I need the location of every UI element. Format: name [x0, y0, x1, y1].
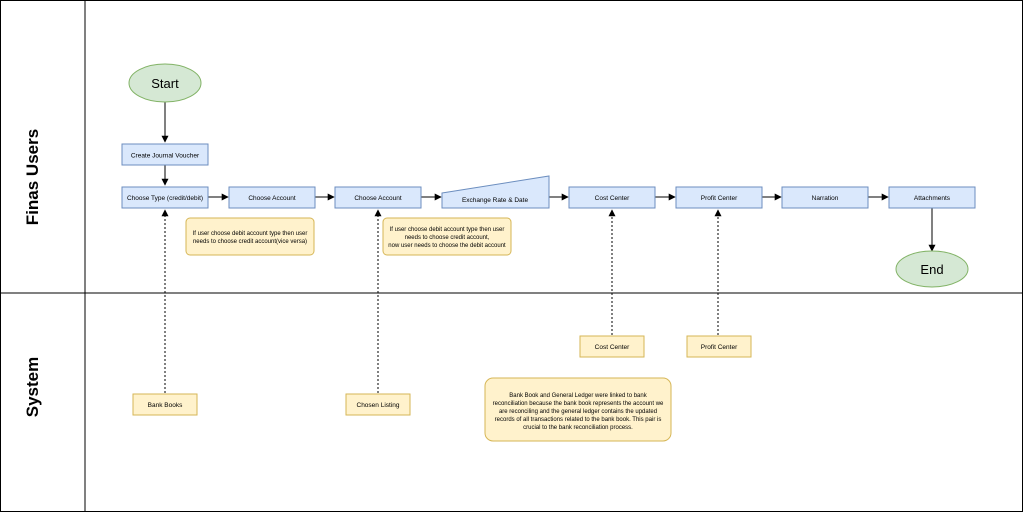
- process-profit-center[interactable]: Profit Center: [675, 186, 763, 209]
- process-box: [568, 186, 656, 209]
- process-label: Choose Account: [354, 195, 402, 202]
- note-line: If user choose debit account type then u…: [193, 231, 308, 237]
- lane-title-system: System: [23, 357, 42, 417]
- system-label: Profit Center: [701, 344, 738, 351]
- process-choose-type[interactable]: Choose Type (credit/debit): [121, 186, 209, 209]
- manual-input-shape: [441, 175, 550, 209]
- system-cost-center[interactable]: Cost Center: [579, 335, 645, 358]
- system-box: [132, 393, 198, 416]
- process-label: Narration: [812, 195, 839, 202]
- end-node[interactable]: End: [895, 250, 969, 288]
- process-box: [334, 186, 422, 209]
- note-line: Bank Book and General Ledger were linked…: [509, 393, 647, 399]
- process-label: Exchange Rate & Date: [462, 197, 529, 204]
- process-attachments[interactable]: Attachments: [888, 186, 976, 209]
- process-label: Cost Center: [595, 195, 631, 202]
- note-line: records of all transactions related to t…: [495, 417, 662, 423]
- note-credit-debit[interactable]: If user choose debit account type then u…: [382, 217, 512, 256]
- process-label: Create Journal Voucher: [131, 153, 200, 160]
- note-box: [382, 217, 512, 256]
- note-line: crucial to the bank reconciliation proce…: [523, 425, 633, 431]
- note-box: [185, 217, 315, 256]
- process-narration[interactable]: Narration: [781, 186, 869, 209]
- process-box: [121, 143, 209, 166]
- process-choose-account-2[interactable]: Choose Account: [334, 186, 422, 209]
- note-debit-credit[interactable]: If user choose debit account type then u…: [185, 217, 315, 256]
- system-label: Bank Books: [148, 402, 183, 409]
- process-label: Choose Account: [248, 195, 296, 202]
- end-label: End: [920, 262, 943, 277]
- process-box: [781, 186, 869, 209]
- process-label: Choose Type (credit/debit): [127, 195, 203, 202]
- note-line: needs to choose credit account(vice vers…: [193, 239, 307, 245]
- note-line: needs to choose credit account,: [405, 235, 490, 241]
- system-profit-center[interactable]: Profit Center: [686, 335, 752, 358]
- system-box: [686, 335, 752, 358]
- system-label: Chosen Listing: [357, 402, 400, 409]
- system-label: Cost Center: [595, 344, 631, 351]
- note-box: [484, 377, 672, 442]
- process-box: [121, 186, 209, 209]
- process-box: [228, 186, 316, 209]
- start-node[interactable]: Start: [128, 63, 202, 103]
- note-line: are reconciling and the general ledger c…: [499, 409, 657, 415]
- start-ellipse: [128, 63, 202, 103]
- note-line: If user choose debit account type then u…: [390, 227, 505, 233]
- lane-title-finas-users: Finas Users: [23, 129, 42, 225]
- process-choose-account-1[interactable]: Choose Account: [228, 186, 316, 209]
- note-bank-reconciliation[interactable]: Bank Book and General Ledger were linked…: [484, 377, 672, 442]
- end-ellipse: [895, 250, 969, 288]
- note-line: now user needs to choose the debit accou…: [388, 243, 506, 249]
- start-label: Start: [151, 76, 179, 91]
- system-box: [345, 393, 411, 416]
- process-box: [675, 186, 763, 209]
- connectors: [161, 102, 936, 393]
- note-line: reconciliation because the bank book rep…: [493, 401, 664, 407]
- system-chosen-listing[interactable]: Chosen Listing: [345, 393, 411, 416]
- process-create-voucher[interactable]: Create Journal Voucher: [121, 143, 209, 166]
- system-bank-books[interactable]: Bank Books: [132, 393, 198, 416]
- process-label: Profit Center: [701, 195, 738, 202]
- process-label: Attachments: [914, 195, 951, 202]
- manual-input-exchange-rate[interactable]: Exchange Rate & Date: [441, 175, 550, 209]
- system-box: [579, 335, 645, 358]
- process-box: [888, 186, 976, 209]
- process-cost-center[interactable]: Cost Center: [568, 186, 656, 209]
